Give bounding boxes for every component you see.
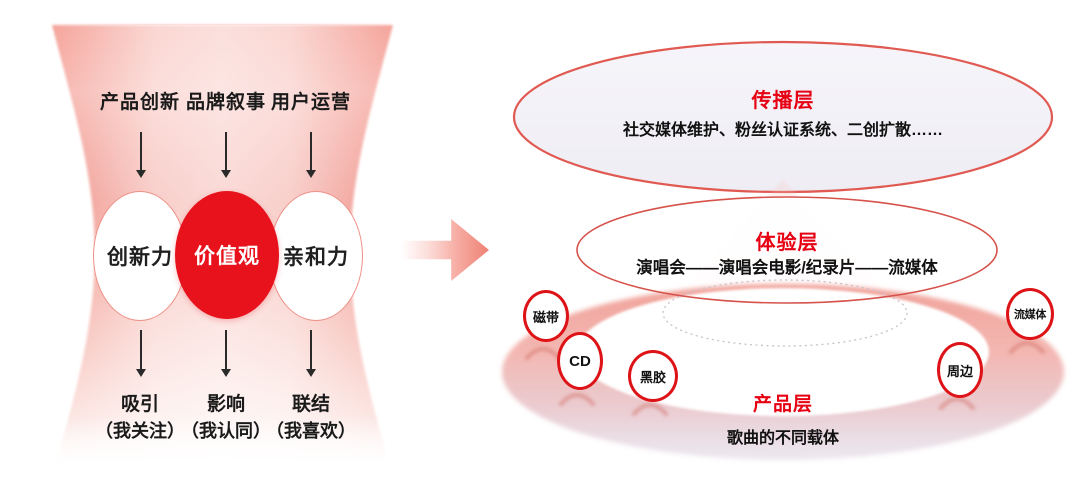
experience-layer-title: 体验层 [755, 232, 819, 254]
circle-innovation-label: 创新力 [107, 246, 173, 269]
circle-affinity: 亲和力 [269, 191, 363, 321]
experience-layer-fill [577, 197, 997, 303]
outcome-attract-title: 吸引 [120, 394, 159, 415]
product-chip-cassette: 磁带 [523, 290, 569, 342]
product-layer-subtitle: 歌曲的不同载体 [726, 430, 839, 447]
outcome-influence-title: 影响 [206, 394, 245, 415]
outcome-attract-sub: （我关注） [95, 421, 185, 441]
spread-layer-title: 传播层 [751, 90, 815, 112]
circle-values-label: 价值观 [194, 245, 260, 268]
spread-layer-subtitle: 社交媒体维护、粉丝认证系统、二创扩散…… [622, 122, 943, 139]
outcome-attract: 吸引 （我关注） [65, 392, 215, 445]
dotted-ellipse [662, 279, 908, 347]
chip-reflections [524, 340, 1046, 417]
product-chip-merch: 周边 [937, 342, 983, 398]
input-label-user-operation: 用户运营 [270, 92, 351, 113]
product-chip-streaming: 流媒体 [1006, 288, 1054, 340]
product-layer-ring [502, 284, 1064, 460]
experience-layer-ellipse [576, 196, 998, 304]
circle-innovation: 创新力 [93, 191, 187, 321]
product-layer-title: 产品层 [752, 394, 813, 415]
product-chip-cd: CD [557, 332, 603, 390]
circle-values: 价值观 [175, 191, 279, 319]
input-label-product-innovation: 产品创新 [99, 92, 180, 113]
outcome-connect-sub: （我喜欢） [266, 421, 356, 441]
circle-affinity-label: 亲和力 [283, 246, 349, 269]
outcome-connect: 联结 （我喜欢） [236, 392, 386, 445]
experience-layer-subtitle: 演唱会——演唱会电影/纪录片——流媒体 [636, 259, 938, 277]
outcome-influence: 影响 （我认同） [151, 392, 301, 445]
outcome-connect-title: 联结 [291, 394, 330, 415]
input-label-brand-narrative: 品牌叙事 [185, 92, 266, 113]
outcome-influence-sub: （我认同） [181, 421, 271, 441]
product-chip-vinyl: 黑胶 [628, 350, 678, 402]
